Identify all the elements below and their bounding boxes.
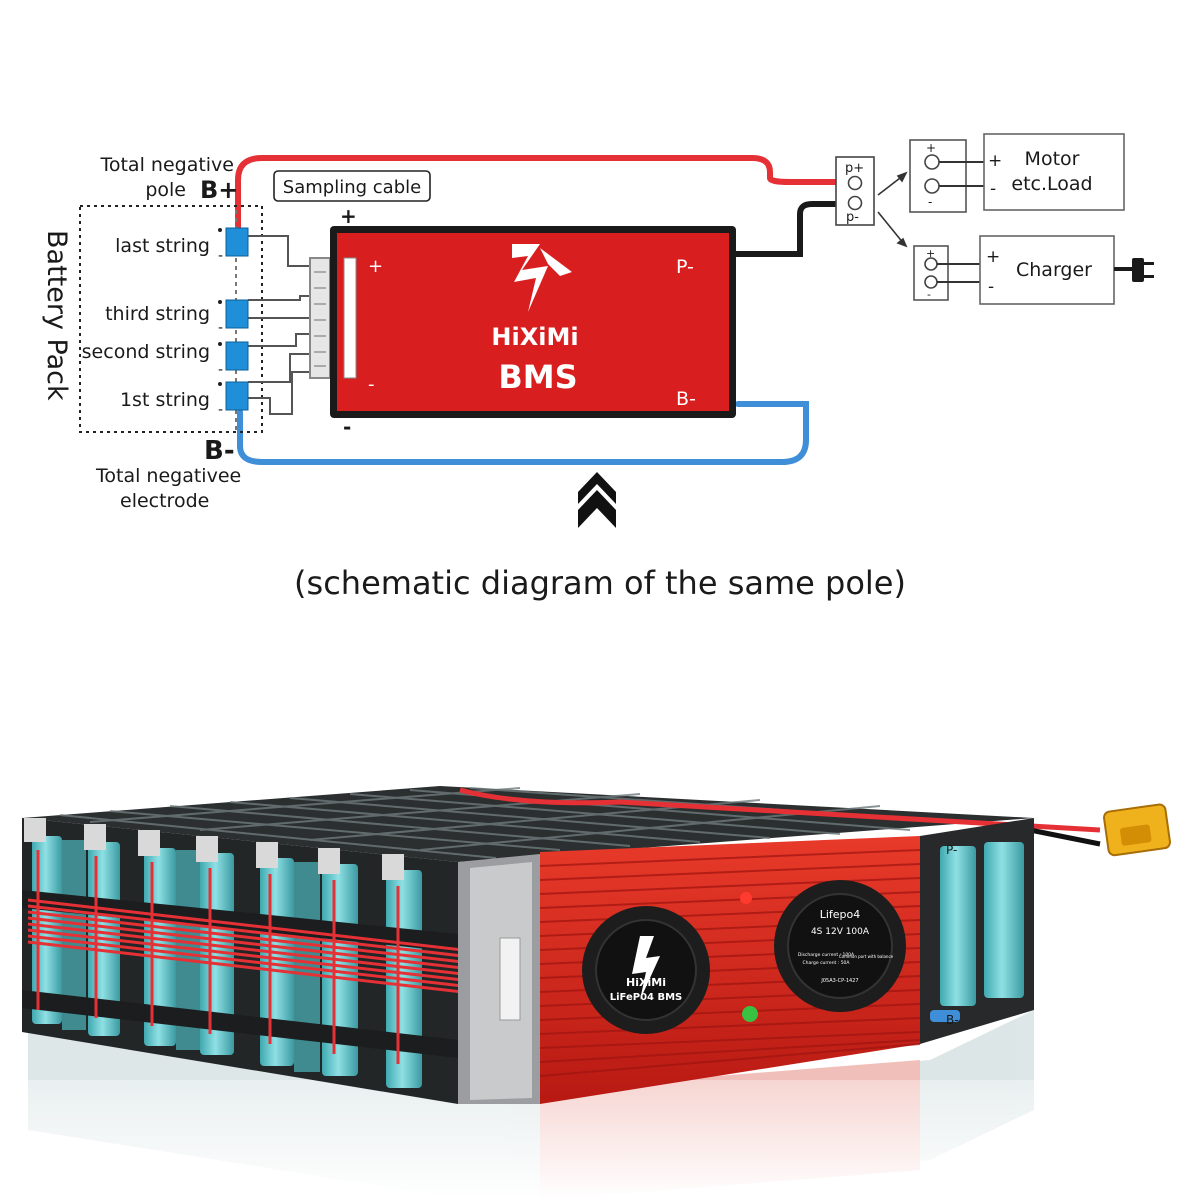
status-led-green bbox=[742, 1006, 758, 1022]
svg-text:Charge current : 50A: Charge current : 50A bbox=[803, 960, 851, 966]
svg-text:-: - bbox=[927, 288, 931, 301]
b-minus-caption-line1: Total negativee bbox=[95, 465, 241, 487]
charger-label: Charger bbox=[1016, 259, 1092, 281]
svg-text:+: + bbox=[926, 141, 936, 155]
cell-first bbox=[225, 381, 249, 411]
sampling-cable-box bbox=[273, 170, 431, 202]
motor-label-line2: etc.Load bbox=[1011, 173, 1092, 195]
battery-pack-product: P- B- bbox=[0, 786, 1200, 1200]
svg-text:p-: p- bbox=[846, 210, 859, 225]
svg-text:Discharge current : 100A: Discharge current : 100A bbox=[798, 952, 855, 958]
svg-text:-: - bbox=[988, 277, 994, 297]
svg-text:-: - bbox=[218, 362, 223, 378]
bms-board: + - + - P- B- HiXiMi BMS bbox=[330, 204, 736, 439]
motor-label-line1: Motor bbox=[1025, 148, 1080, 170]
svg-text:-: - bbox=[928, 195, 932, 209]
cell-second bbox=[225, 341, 249, 371]
svg-text:-: - bbox=[343, 415, 351, 439]
bms-heatsink: HiXiMi LiFeP04 BMS Lifepo4 4S 12V 100A D… bbox=[539, 836, 921, 1104]
sampling-connector bbox=[309, 257, 331, 379]
svg-text:P-: P- bbox=[946, 843, 957, 857]
xt60-connector bbox=[1103, 803, 1171, 857]
svg-text:+: + bbox=[986, 247, 1000, 267]
battery-pack-label: Battery Pack bbox=[41, 230, 72, 401]
svg-text:p+: p+ bbox=[845, 161, 864, 176]
positive-wire bbox=[235, 155, 851, 231]
svg-text:-: - bbox=[218, 248, 223, 264]
svg-text:J05A3-CP-1427: J05A3-CP-1427 bbox=[820, 978, 858, 984]
sampling-cable-label: Sampling cable bbox=[283, 177, 421, 198]
bms-name: BMS bbox=[498, 358, 577, 396]
string-label-last: last string bbox=[115, 235, 210, 257]
negative-wire bbox=[237, 401, 809, 465]
svg-text:-: - bbox=[990, 179, 996, 199]
charger: + - + - Charger bbox=[913, 235, 1154, 305]
main-positive-wire bbox=[459, 787, 1101, 833]
svg-text:LiFeP04 BMS: LiFeP04 BMS bbox=[610, 992, 683, 1003]
sampling-wires bbox=[248, 235, 312, 415]
svg-text:4S 12V 100A: 4S 12V 100A bbox=[811, 927, 870, 937]
string-label-third: third string bbox=[105, 303, 210, 325]
motor-load: + - + - Motor etc.Load bbox=[909, 133, 1125, 213]
svg-text:+: + bbox=[988, 151, 1002, 171]
svg-text:-: - bbox=[218, 320, 223, 336]
output-connector: p+ p- bbox=[835, 156, 875, 226]
b-plus-caption-line1: Total negative bbox=[99, 154, 234, 176]
schematic-diagram: -- -- last string third string second st… bbox=[41, 133, 1154, 602]
svg-text:+: + bbox=[368, 256, 383, 277]
plug-icon bbox=[1114, 258, 1154, 282]
up-chevron-icon bbox=[578, 472, 616, 528]
b-plus-label: B+ bbox=[200, 176, 238, 204]
fan-right-icon: Lifepo4 4S 12V 100A Discharge current : … bbox=[774, 880, 906, 1012]
svg-text:+: + bbox=[340, 204, 357, 228]
cell-last bbox=[225, 227, 249, 257]
svg-text:Common port with balance: Common port with balance bbox=[839, 954, 894, 959]
sampling-wire-bundle bbox=[27, 850, 481, 1064]
p-minus-wire bbox=[736, 201, 848, 257]
svg-text:+: + bbox=[926, 247, 935, 260]
bms-brand: HiXiMi bbox=[491, 323, 578, 351]
bms-p-minus-label: P- bbox=[676, 256, 694, 278]
lightning-logo-icon bbox=[512, 244, 572, 312]
b-minus-caption-line2: electrode bbox=[120, 490, 209, 512]
branch-arrows bbox=[877, 171, 908, 248]
cell-third bbox=[225, 299, 249, 329]
svg-text:-: - bbox=[368, 374, 375, 395]
bms-b-minus-label: B- bbox=[676, 388, 696, 410]
fan-left-icon: HiXiMi LiFeP04 BMS bbox=[582, 906, 710, 1034]
b-minus-label: B- bbox=[204, 436, 235, 466]
svg-text:Lifepo4: Lifepo4 bbox=[820, 908, 861, 921]
svg-text:HiXiMi: HiXiMi bbox=[626, 976, 666, 989]
schematic-caption: (schematic diagram of the same pole) bbox=[294, 564, 906, 602]
status-led-red bbox=[740, 892, 752, 904]
b-plus-caption-line2: pole bbox=[145, 179, 186, 201]
cell-markers: - - - - bbox=[218, 227, 249, 418]
svg-text:-: - bbox=[218, 402, 223, 418]
string-labels: last string third string second string 1… bbox=[82, 235, 210, 411]
string-label-first: 1st string bbox=[120, 389, 210, 411]
string-label-second: second string bbox=[82, 341, 210, 363]
svg-text:B-: B- bbox=[946, 1013, 959, 1027]
